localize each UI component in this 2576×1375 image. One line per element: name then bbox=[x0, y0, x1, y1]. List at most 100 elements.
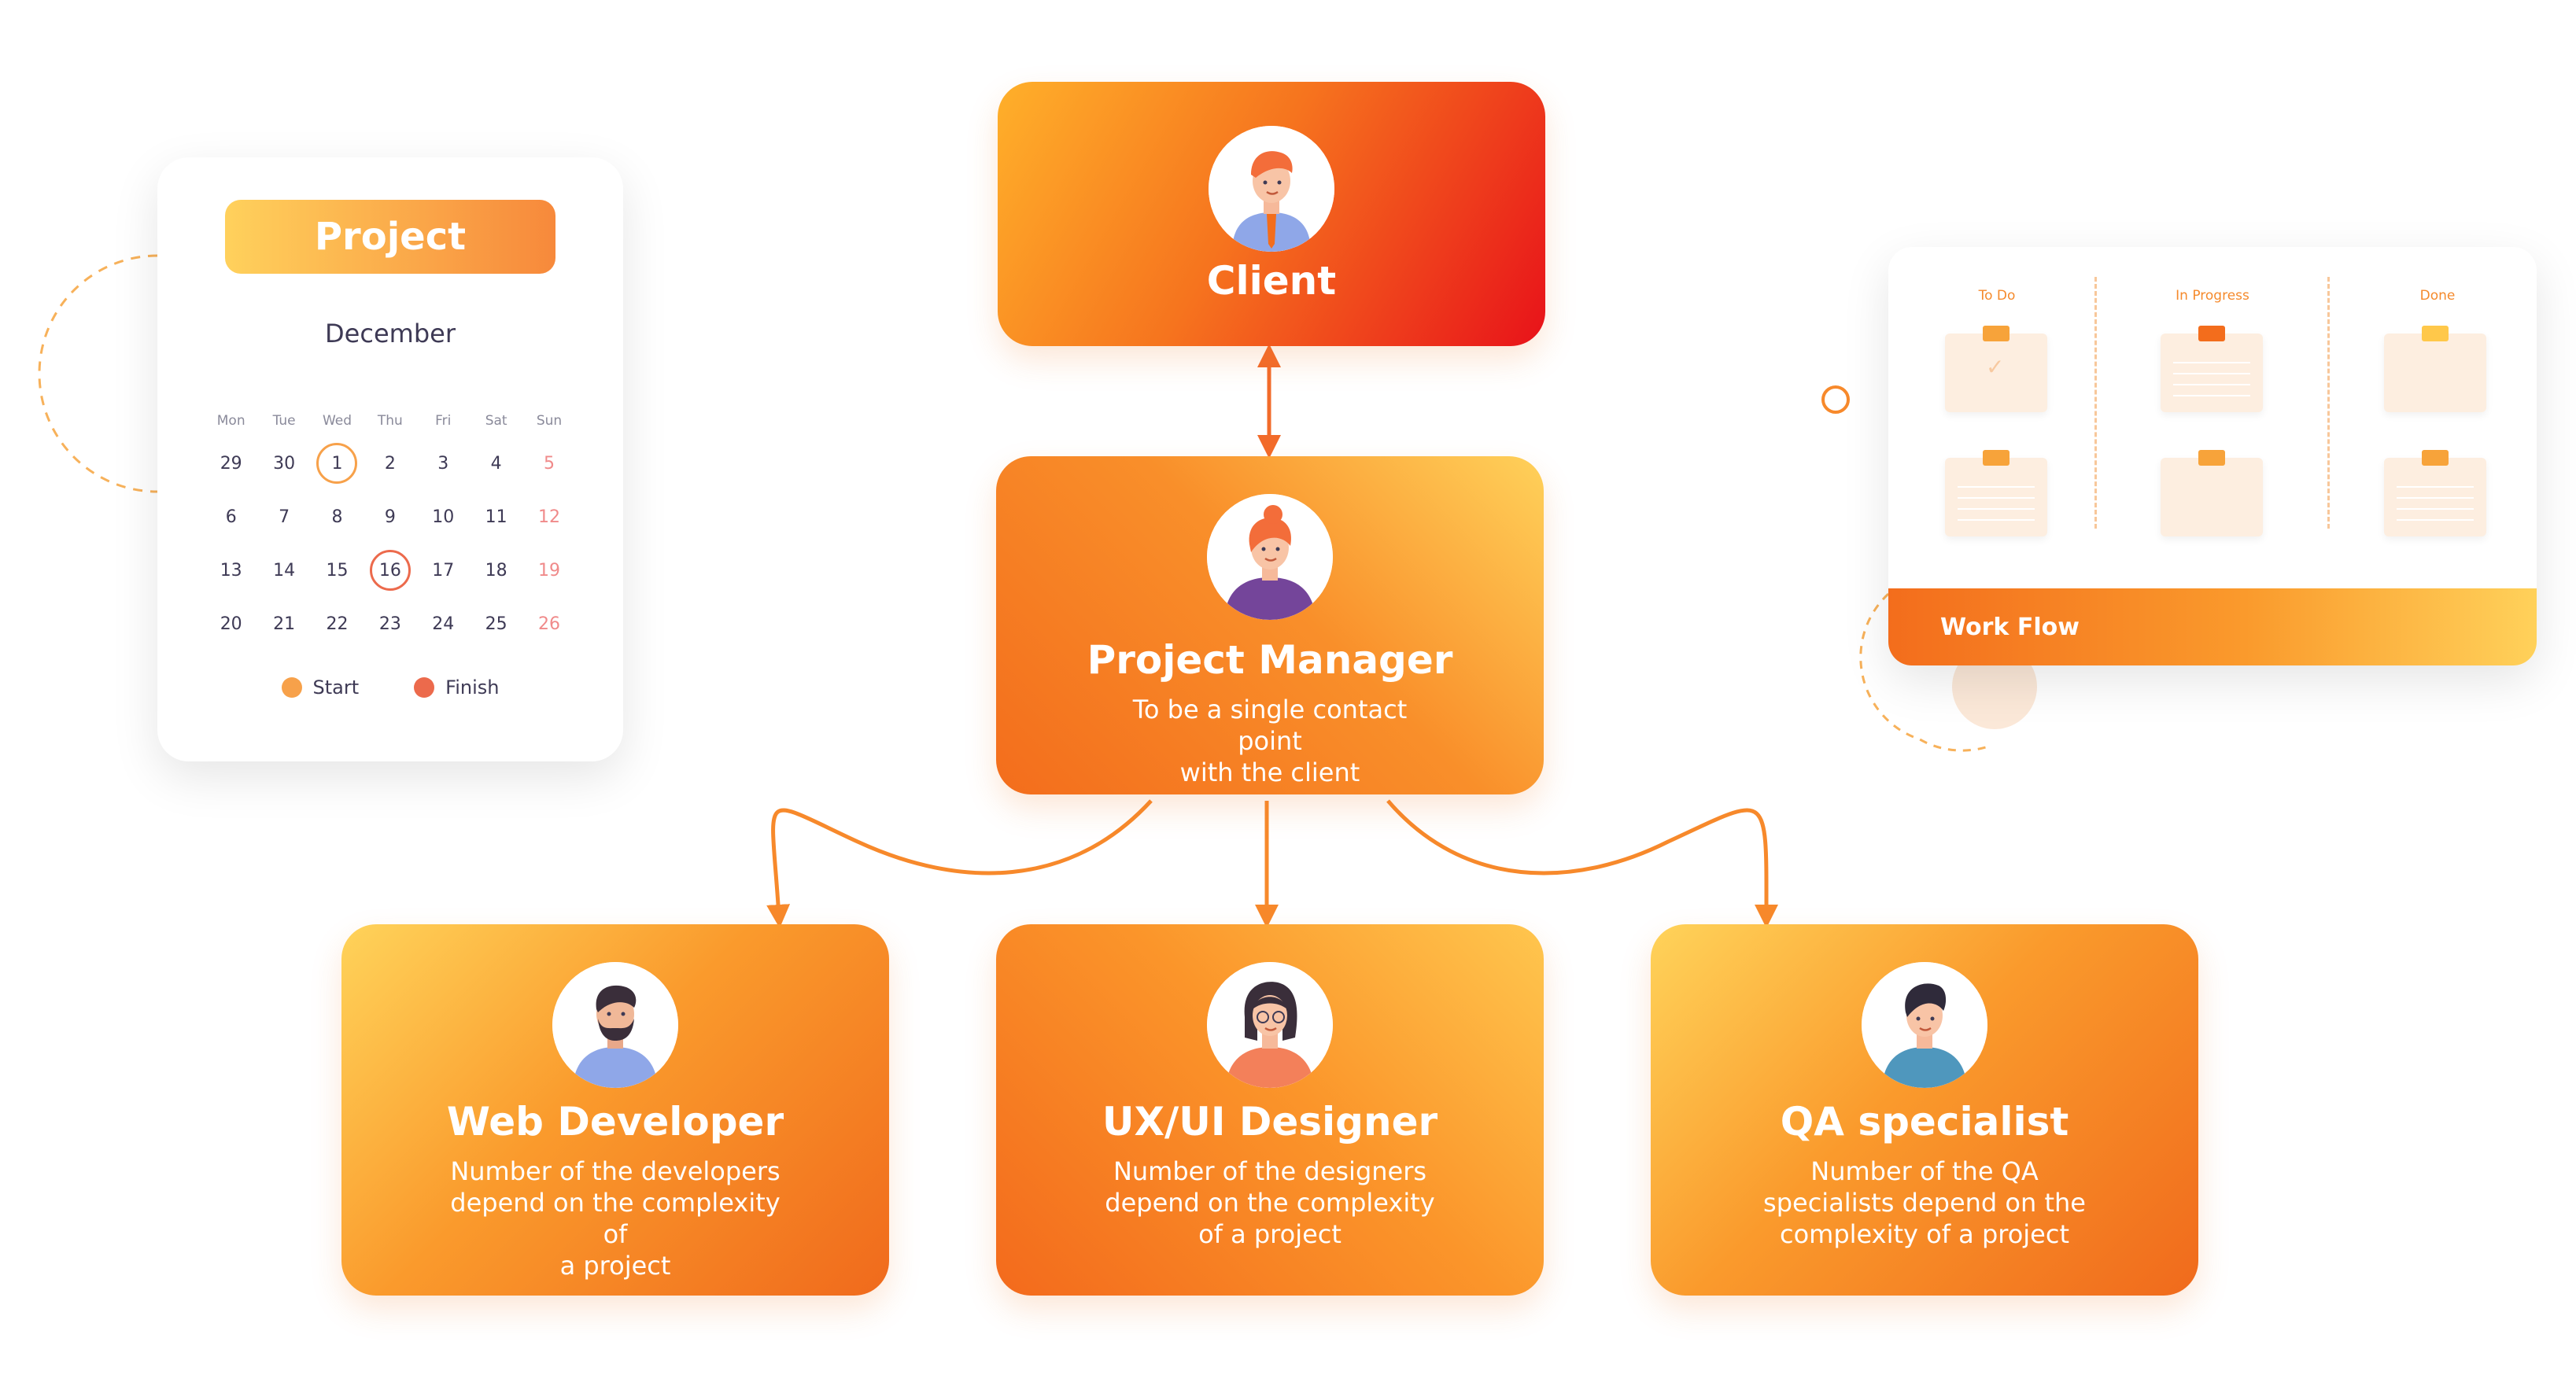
calendar-day: 6 bbox=[225, 507, 237, 527]
calendar-day: 21 bbox=[273, 614, 296, 634]
calendar-day: 3 bbox=[437, 453, 449, 474]
column-divider bbox=[2094, 277, 2097, 529]
card-tab bbox=[2198, 326, 2225, 341]
ring-decoration bbox=[1821, 385, 1850, 414]
description-line: Number of the developers bbox=[450, 1156, 781, 1186]
project-manager-title: Project Manager bbox=[1087, 637, 1453, 683]
qa-specialist-person-icon bbox=[1862, 962, 1987, 1088]
card-line bbox=[2397, 508, 2474, 510]
weekday-label: Sat bbox=[485, 413, 507, 429]
calendar-day: 20 bbox=[220, 614, 242, 634]
soft-circle-decoration bbox=[1952, 644, 2037, 729]
calendar-day: 24 bbox=[432, 614, 455, 634]
weekday-label: Tue bbox=[272, 413, 296, 429]
qa-specialist-description: Number of the QA specialists depend on t… bbox=[1751, 1156, 2098, 1250]
column-label-to-do: To Do bbox=[1978, 288, 2016, 304]
description-line: a project bbox=[559, 1251, 671, 1281]
description-line: depend on the complexity of bbox=[450, 1188, 781, 1249]
calendar-day: 15 bbox=[326, 560, 349, 581]
card-tab bbox=[2198, 450, 2225, 466]
web-developer-title: Web Developer bbox=[446, 1099, 784, 1145]
card-line bbox=[1958, 508, 2035, 510]
ux-ui-designer-title: UX/UI Designer bbox=[1102, 1099, 1438, 1145]
card-tab bbox=[1983, 450, 2010, 466]
calendar-day: 18 bbox=[485, 560, 507, 581]
calendar-day: 17 bbox=[432, 560, 455, 581]
calendar-weekday-row: Mon Tue Wed Thu Fri Sat Sun bbox=[205, 413, 576, 429]
legend-start-label: Start bbox=[312, 676, 360, 699]
calendar-day-sunday: 12 bbox=[538, 507, 561, 527]
client-box: Client bbox=[998, 82, 1545, 346]
workflow-footer-label: Work Flow bbox=[1888, 588, 2537, 665]
weekday-label: Wed bbox=[322, 413, 352, 429]
qa-specialist-title: QA specialist bbox=[1780, 1099, 2069, 1145]
calendar-day: 29 bbox=[220, 453, 242, 474]
project-manager-avatar bbox=[1207, 494, 1333, 620]
qa-specialist-avatar bbox=[1862, 962, 1987, 1088]
ux-ui-designer-avatar bbox=[1207, 962, 1333, 1088]
calendar-week-row: 20 21 22 23 24 25 26 bbox=[205, 597, 576, 651]
legend-finish-label: Finish bbox=[445, 676, 500, 699]
calendar-day: 13 bbox=[220, 560, 242, 581]
calendar-day: 9 bbox=[384, 507, 396, 527]
calendar-day: 25 bbox=[485, 614, 507, 634]
calendar-grid: Mon Tue Wed Thu Fri Sat Sun 29 30 1 2 3 … bbox=[205, 413, 576, 651]
weekday-label: Mon bbox=[216, 413, 245, 429]
calendar-day: 10 bbox=[432, 507, 455, 527]
calendar-day: 7 bbox=[279, 507, 290, 527]
legend-start: Start bbox=[281, 676, 360, 699]
card-line bbox=[2173, 384, 2250, 385]
calendar-day-sunday: 19 bbox=[538, 560, 561, 581]
description-line: specialists depend on the bbox=[1763, 1188, 2086, 1218]
client-avatar bbox=[1209, 126, 1334, 252]
project-manager-description: To be a single contact point with the cl… bbox=[1097, 694, 1443, 788]
calendar-day-sunday: 5 bbox=[544, 453, 555, 474]
dashed-arc-left bbox=[38, 254, 158, 493]
qa-specialist-box: QA specialist Number of the QA specialis… bbox=[1651, 924, 2198, 1296]
task-card bbox=[2384, 450, 2486, 536]
card-tab bbox=[2422, 326, 2449, 341]
project-manager-person-icon bbox=[1207, 494, 1333, 620]
description-line: complexity of a project bbox=[1779, 1219, 2069, 1249]
calendar-week-row: 6 7 8 9 10 11 12 bbox=[205, 490, 576, 544]
calendar-day-sunday: 26 bbox=[538, 614, 561, 634]
calendar-day-start: 1 bbox=[316, 443, 358, 484]
client-title: Client bbox=[1206, 258, 1337, 304]
ux-ui-designer-box: UX/UI Designer Number of the designers d… bbox=[996, 924, 1544, 1296]
task-card bbox=[2384, 326, 2486, 412]
description-line: To be a single contact point bbox=[1132, 695, 1408, 756]
calendar-title: Project bbox=[225, 200, 555, 274]
card-line bbox=[2397, 497, 2474, 499]
checkmark-icon: ✓ bbox=[1986, 354, 2005, 380]
task-card: ✓ bbox=[1945, 326, 2047, 412]
finish-dot-icon bbox=[414, 677, 435, 698]
web-developer-box: Web Developer Number of the developers d… bbox=[341, 924, 889, 1296]
column-divider bbox=[2327, 277, 2330, 529]
card-line bbox=[2397, 519, 2474, 521]
calendar-day: 11 bbox=[485, 507, 507, 527]
card-line bbox=[1958, 497, 2035, 499]
calendar-day: 30 bbox=[273, 453, 296, 474]
calendar-day: 8 bbox=[331, 507, 343, 527]
project-manager-box: Project Manager To be a single contact p… bbox=[996, 456, 1544, 794]
description-line: with the client bbox=[1179, 758, 1360, 787]
weekday-label: Thu bbox=[377, 413, 403, 429]
weekday-label: Sun bbox=[536, 413, 563, 429]
column-label-done: Done bbox=[2419, 288, 2456, 304]
start-dot-icon bbox=[281, 677, 302, 698]
calendar-day: 2 bbox=[384, 453, 396, 474]
card-line bbox=[1958, 486, 2035, 488]
task-card bbox=[2161, 326, 2263, 412]
arrow-pm-web-developer bbox=[766, 799, 1153, 928]
client-person-icon bbox=[1209, 126, 1334, 252]
ux-ui-designer-person-icon bbox=[1207, 962, 1333, 1088]
description-line: Number of the designers bbox=[1113, 1156, 1427, 1186]
description-line: of a project bbox=[1198, 1219, 1342, 1249]
column-label-in-progress: In Progress bbox=[2176, 288, 2249, 304]
task-card bbox=[1945, 450, 2047, 536]
card-line bbox=[2173, 362, 2250, 363]
calendar-day: 4 bbox=[490, 453, 502, 474]
card-line bbox=[1958, 519, 2035, 521]
arrow-pm-qa-specialist bbox=[1386, 799, 1779, 928]
